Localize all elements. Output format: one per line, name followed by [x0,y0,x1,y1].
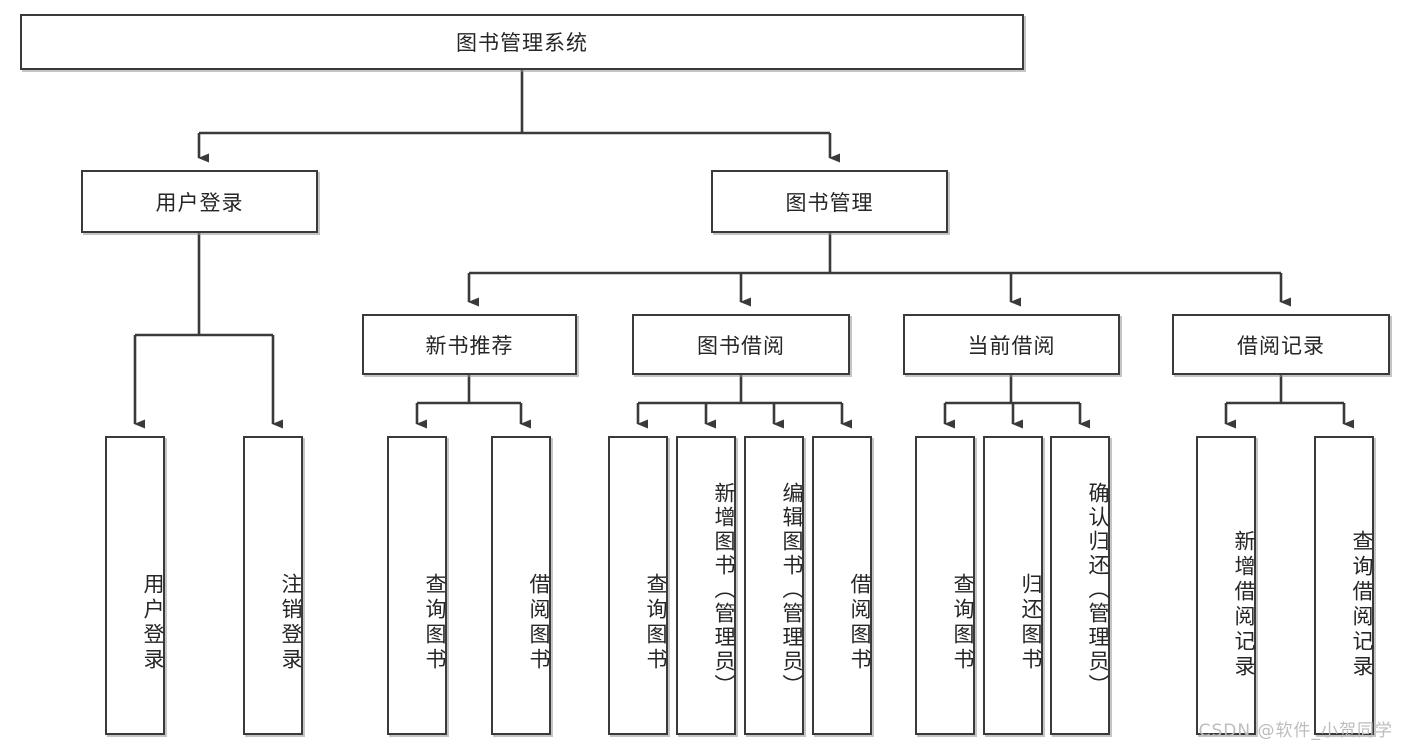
node-label: 图书管理系统 [456,31,588,55]
node-label: 当前借阅 [967,333,1056,358]
node-new-book-recommend[interactable]: 新书推荐 [362,314,577,375]
node-label: 借阅图书 [848,572,872,673]
node-label: 查询图书 [951,572,975,673]
node-borrow-record[interactable]: 借阅记录 [1172,314,1390,375]
node-label: 查询图书 [644,572,668,673]
leaf-borrow-book-2[interactable]: 借阅图书 [812,436,872,735]
node-label: 借阅记录 [1237,333,1325,358]
leaf-return-book[interactable]: 归还图书 [983,436,1043,735]
leaf-query-record[interactable]: 查询借阅记录 [1314,436,1374,735]
node-book-borrow[interactable]: 图书借阅 [632,314,850,375]
leaf-query-book-2[interactable]: 查询图书 [608,436,668,735]
leaf-query-book-1[interactable]: 查询图书 [387,436,447,735]
node-label: 新增借阅记录 [1232,529,1256,680]
node-label: 新增图书（管理员） [712,481,736,698]
node-root-system[interactable]: 图书管理系统 [20,14,1024,70]
node-label: 图书借阅 [697,333,785,358]
node-current-borrow[interactable]: 当前借阅 [903,314,1120,375]
node-label: 借阅图书 [527,572,551,673]
node-label: 查询图书 [423,572,447,673]
leaf-borrow-book-1[interactable]: 借阅图书 [491,436,551,735]
leaf-add-book[interactable]: 新增图书（管理员） [676,436,736,735]
leaf-logout-login[interactable]: 注销登录 [243,436,303,735]
leaf-add-record[interactable]: 新增借阅记录 [1196,436,1256,735]
leaf-edit-book[interactable]: 编辑图书（管理员） [744,436,804,735]
node-label: 新书推荐 [425,333,514,358]
csdn-watermark: CSDN @软件_小贺同学 [1198,721,1393,741]
node-label: 编辑图书（管理员） [780,481,804,698]
node-label: 图书管理 [785,190,874,215]
node-label: 查询借阅记录 [1350,529,1374,680]
node-user-login[interactable]: 用户登录 [81,170,318,233]
node-label: 用户登录 [155,190,244,215]
leaf-confirm-return[interactable]: 确认归还（管理员） [1050,436,1110,735]
leaf-user-login[interactable]: 用户登录 [105,436,165,735]
node-label: 用户登录 [141,572,165,673]
node-label: 注销登录 [279,572,303,673]
node-label: 确认归还（管理员） [1086,481,1110,698]
node-label: 归还图书 [1019,572,1043,673]
leaf-query-book-3[interactable]: 查询图书 [915,436,975,735]
node-book-manage[interactable]: 图书管理 [711,170,948,233]
